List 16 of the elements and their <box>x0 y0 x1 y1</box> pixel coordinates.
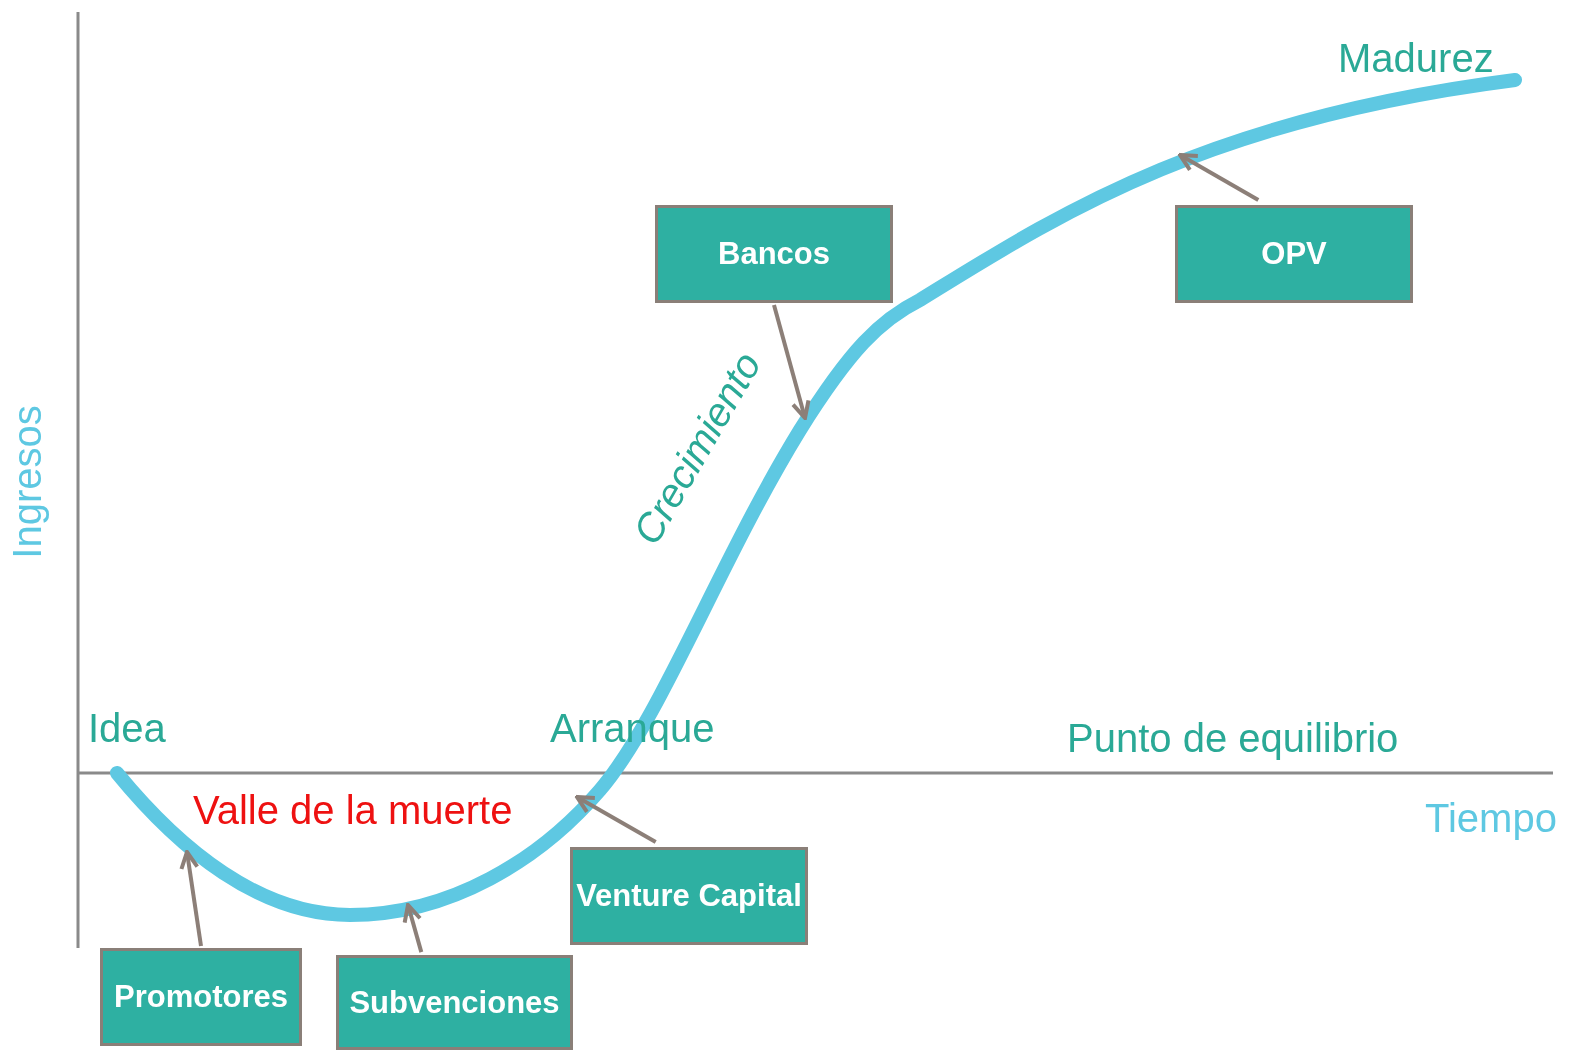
axis-title: Tiempo <box>1425 798 1557 838</box>
funding-box: OPV <box>1175 205 1413 303</box>
stage-label: Punto de equilibrio <box>1067 718 1399 758</box>
axis-title: Ingresos <box>6 405 47 559</box>
arrow <box>772 304 811 420</box>
arrow <box>575 795 657 844</box>
funding-box: Bancos <box>655 205 893 303</box>
stage-label: Idea <box>88 708 166 748</box>
arrow <box>1178 153 1260 202</box>
funding-box: Subvenciones <box>336 955 573 1050</box>
stage-label: Valle de la muerte <box>193 790 513 830</box>
arrow <box>179 850 203 947</box>
arrow <box>402 903 424 953</box>
funding-box: Venture Capital <box>570 847 808 945</box>
stage-label: Madurez <box>1338 38 1494 78</box>
funding-box: Promotores <box>100 948 302 1046</box>
